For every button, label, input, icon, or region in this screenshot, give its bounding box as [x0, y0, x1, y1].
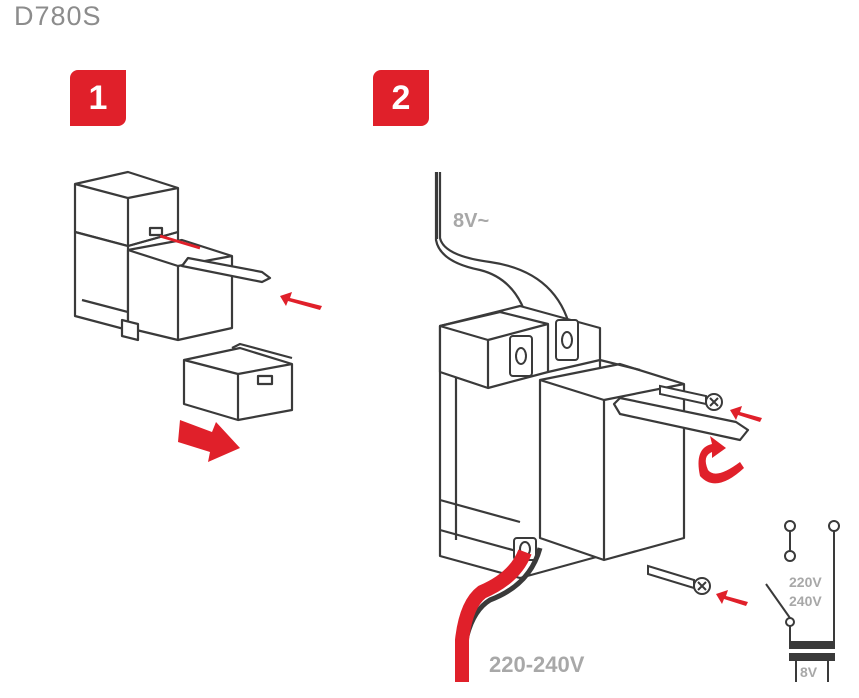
step-1-transformer-assembly — [73, 170, 234, 342]
primary-240-label: 240V — [789, 593, 822, 609]
step-1-badge: 1 — [70, 70, 126, 126]
screw-bottom-icon — [647, 564, 711, 595]
screw-top-arrow-icon — [730, 406, 762, 422]
latch-slot — [148, 226, 164, 237]
rotate-arrow-icon — [698, 436, 744, 484]
step-1-remove-arrow-icon — [178, 420, 240, 462]
step-2-screwdriver-icon — [612, 396, 750, 442]
step-1-screwdriver-icon — [180, 256, 272, 284]
secondary-8v-label: 8V — [800, 664, 818, 680]
mains-cable-red — [455, 549, 532, 682]
mains-voltage-label: 220-240V — [489, 652, 585, 677]
wiring-schematic — [765, 520, 840, 682]
step-2-transformer-body — [438, 304, 686, 580]
screw-bottom-arrow-icon — [716, 590, 748, 606]
primary-220-label: 220V — [789, 574, 822, 590]
step-1-push-arrow-icon — [280, 292, 322, 310]
screw-top-icon — [659, 384, 723, 411]
step-2-badge: 2 — [373, 70, 429, 126]
transformer-body-lower — [73, 230, 130, 332]
model-code: D780S — [14, 1, 102, 31]
removed-cover — [182, 342, 294, 422]
low-voltage-wires — [434, 172, 574, 337]
low-voltage-label: 8V~ — [453, 210, 490, 232]
step-1-latch-pointer — [159, 234, 201, 250]
screw-terminals — [509, 319, 579, 561]
